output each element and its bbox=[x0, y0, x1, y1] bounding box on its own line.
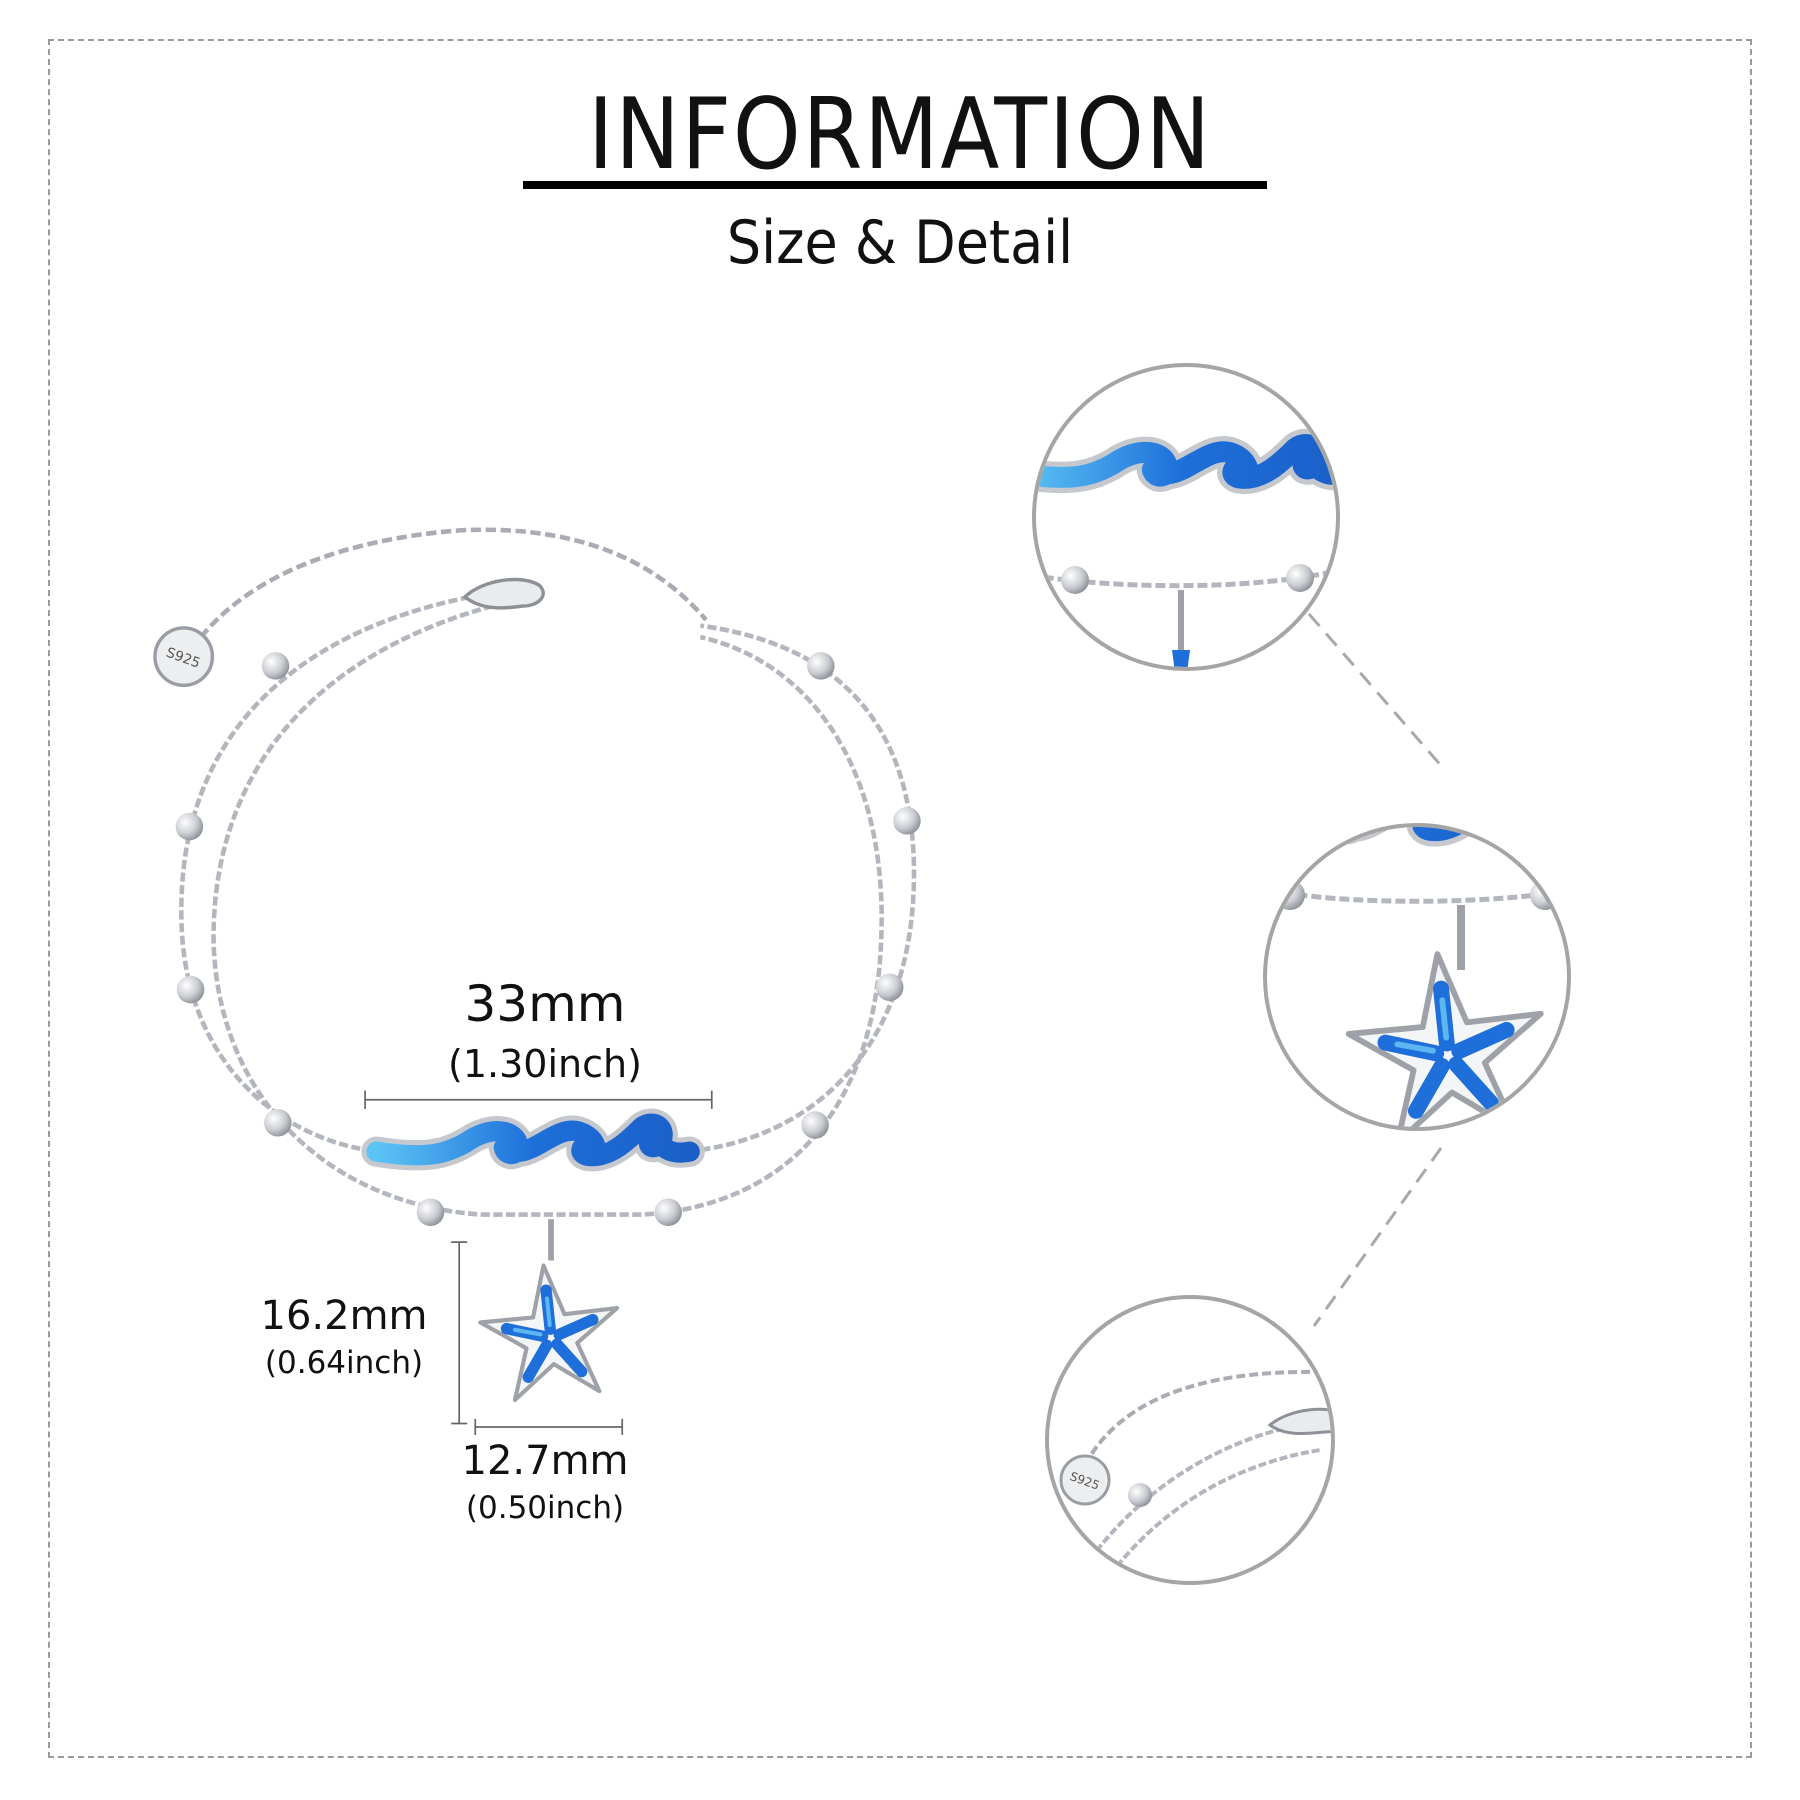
detail-connectors bbox=[1307, 613, 1446, 1327]
dimension-lines bbox=[364, 1090, 713, 1436]
dashed-frame bbox=[48, 39, 1752, 1758]
starfish-charm bbox=[475, 1258, 626, 1402]
tag-s925: S925 bbox=[153, 626, 215, 688]
page-subtitle: Size & Detail bbox=[726, 208, 1074, 278]
lobster-clasp bbox=[462, 577, 545, 610]
wave-width-mm: 33mm bbox=[464, 975, 626, 1033]
wave-detail-view bbox=[1032, 363, 1340, 671]
star-width-mm: 12.7mm bbox=[461, 1438, 629, 1484]
beads bbox=[175, 652, 921, 1227]
star-height-inch: (0.64inch) bbox=[264, 1345, 424, 1381]
clasp-detail-view: S925 bbox=[1045, 1295, 1335, 1585]
star-width-inch: (0.50inch) bbox=[465, 1490, 625, 1526]
bracelet: S925 bbox=[153, 527, 921, 1436]
opal-wave-charm bbox=[377, 1124, 690, 1157]
page-title: INFORMATION bbox=[588, 78, 1212, 192]
inner-chain bbox=[211, 600, 884, 1217]
title-underline bbox=[523, 181, 1267, 189]
extension-chain bbox=[199, 527, 708, 639]
starfish-detail-view bbox=[1263, 823, 1571, 1131]
star-height-mm: 16.2mm bbox=[260, 1293, 428, 1339]
wave-width-inch: (1.30inch) bbox=[448, 1042, 642, 1086]
